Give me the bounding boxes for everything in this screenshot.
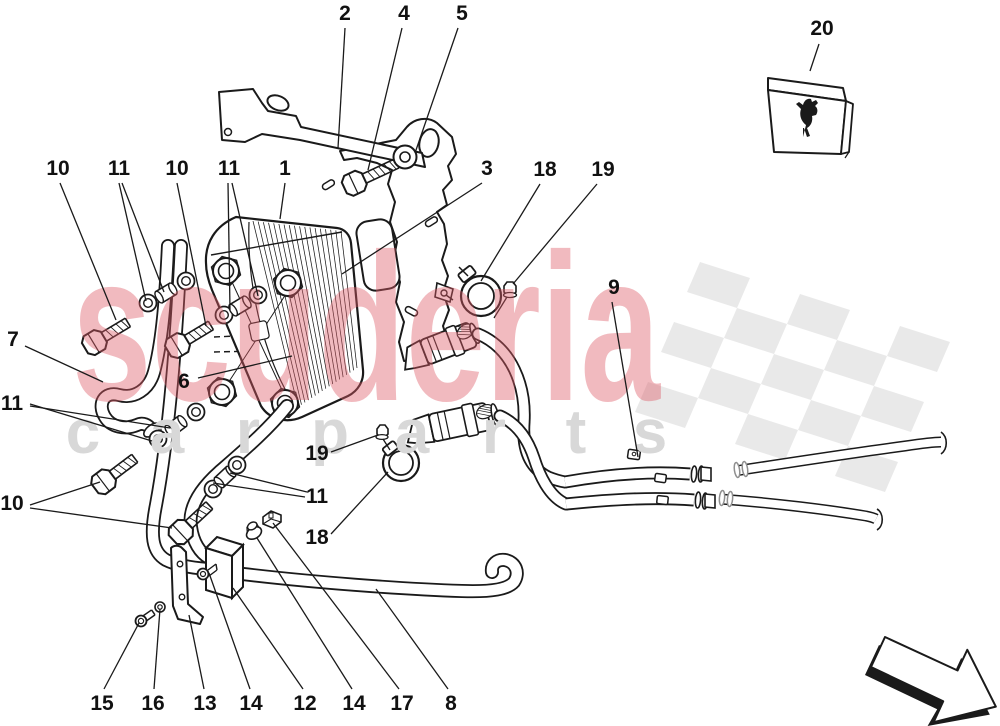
radiator-hoses <box>718 431 948 531</box>
watermark-letter: t <box>566 398 587 467</box>
bolts-and-washers <box>80 271 268 546</box>
part-label-14: 14 <box>342 692 366 715</box>
clip-nut <box>262 510 282 529</box>
watermark-letter: a <box>150 398 185 467</box>
hose-clamp-lower <box>381 440 421 483</box>
part-label-11: 11 <box>218 157 241 180</box>
hose-clamp-upper <box>457 265 503 318</box>
part-label-2: 2 <box>339 2 351 25</box>
direction-arrow-icon <box>865 636 997 726</box>
watermark-letter: c <box>66 398 100 467</box>
part-label-8: 8 <box>445 692 457 715</box>
ferrari-patch <box>767 77 854 159</box>
watermark-letter: r <box>482 398 506 467</box>
part-label-20: 20 <box>810 17 833 40</box>
part-label-10: 10 <box>165 157 188 180</box>
watermark-brand: scuderia <box>72 210 661 445</box>
part-label-19: 19 <box>591 158 614 181</box>
part-label-10: 10 <box>0 492 23 515</box>
rigid-pipes <box>563 448 716 511</box>
part-label-3: 3 <box>481 157 493 180</box>
part-label-10: 10 <box>46 157 69 180</box>
part-label-1: 1 <box>279 157 291 180</box>
part-label-16: 16 <box>141 692 164 715</box>
bracket-washer <box>392 144 418 170</box>
part-label-18: 18 <box>305 526 329 549</box>
part-label-7: 7 <box>7 328 19 351</box>
part-label-11: 11 <box>108 157 131 180</box>
mounting-plate <box>321 117 457 362</box>
watermark-letter: p <box>311 398 349 467</box>
bracket-screw <box>134 609 156 628</box>
part-label-11: 11 <box>306 485 329 508</box>
part-label-4: 4 <box>398 2 410 25</box>
part-label-6: 6 <box>178 370 190 393</box>
prancing-horse-icon <box>796 98 818 137</box>
part-label-17: 17 <box>390 692 413 715</box>
clamp-nut-upper <box>493 281 518 319</box>
support-bracket <box>170 544 204 625</box>
part-label-5: 5 <box>456 2 468 25</box>
flexible-hoses <box>471 327 573 511</box>
checkered-flag <box>635 262 950 492</box>
part-label-19: 19 <box>305 442 328 465</box>
part-label-14: 14 <box>239 692 263 715</box>
part-label-11: 11 <box>1 392 24 415</box>
bracket-washer-small <box>154 601 166 613</box>
watermark-letter: a <box>395 398 430 467</box>
part-label-9: 9 <box>608 276 620 299</box>
bracket-bolt <box>340 158 400 197</box>
watermark-letter: s <box>633 398 667 467</box>
part-label-15: 15 <box>90 692 114 715</box>
cone-spacer <box>245 521 263 541</box>
clamp-block <box>196 535 245 601</box>
cooler-fins <box>252 220 358 408</box>
part-label-12: 12 <box>293 692 316 715</box>
part-label-13: 13 <box>193 692 216 715</box>
part-label-18: 18 <box>533 158 557 181</box>
watermark-letter: r <box>236 398 260 467</box>
